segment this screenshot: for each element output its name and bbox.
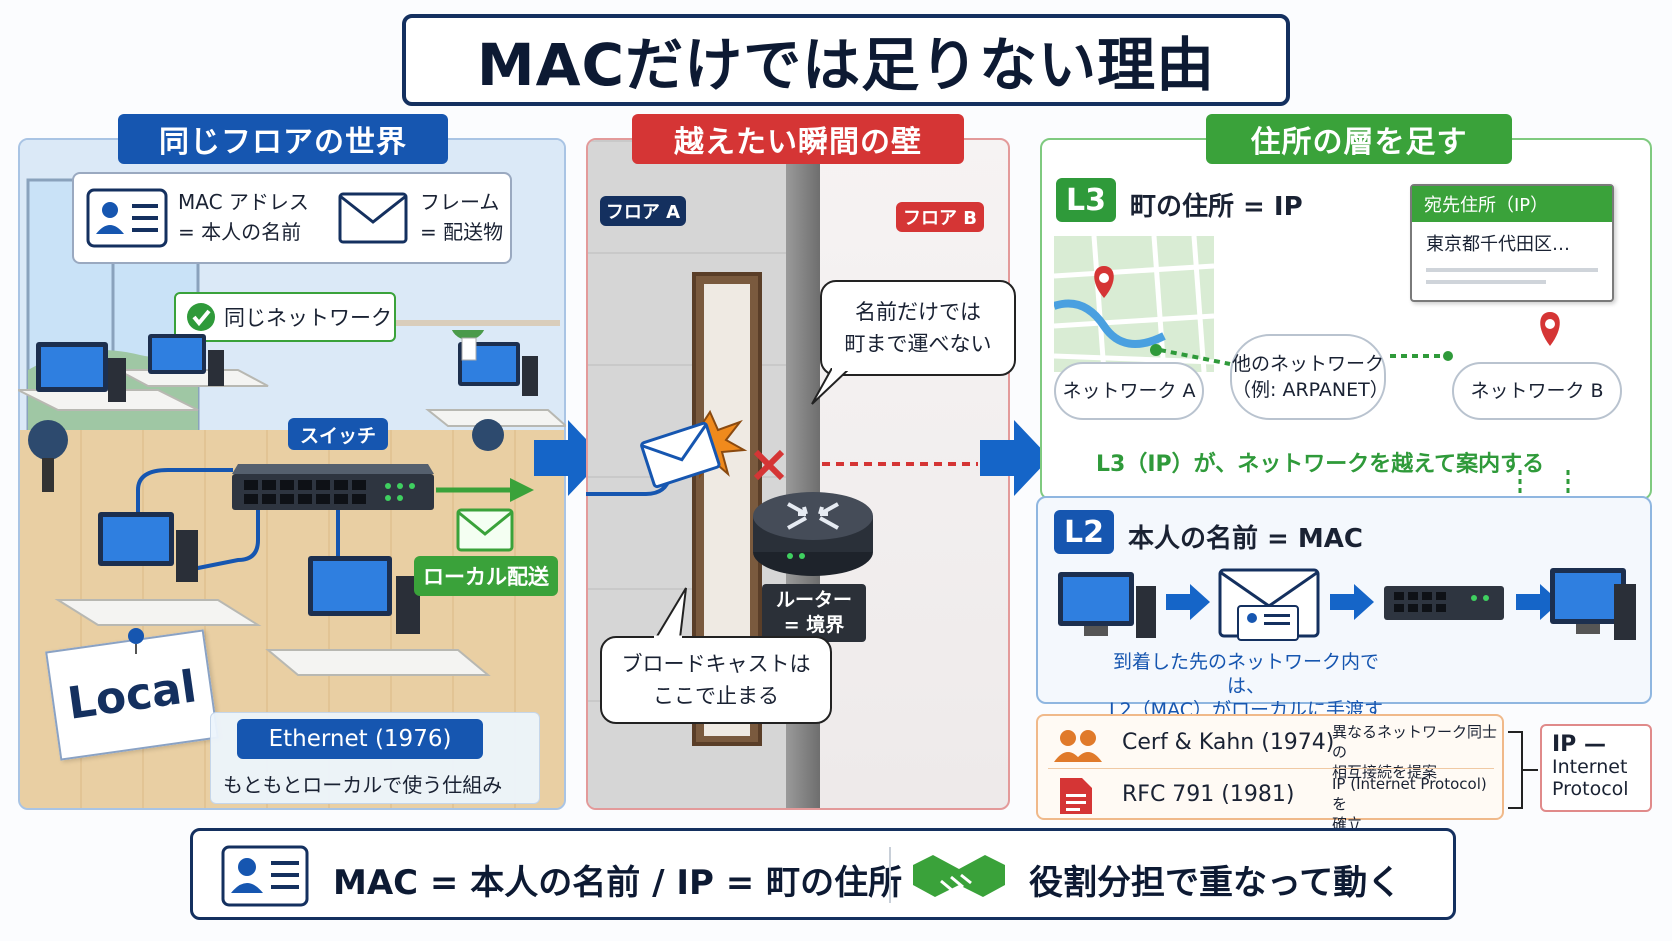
computer-icon (1058, 572, 1156, 638)
same-network-badge: 同じネットワーク (174, 292, 396, 342)
summary-bar: MAC = 本人の名前 / IP = 町の住所 役割分担で重なって動く (190, 828, 1456, 920)
bubble-tail-top (811, 368, 850, 405)
l3-caption: L3（IP）が、ネットワークを越えて案内する (1096, 452, 1545, 477)
speech-bubble-cannot-deliver: 名前だけでは 町まで運べない (820, 280, 1016, 376)
bubble-tail-bottom (654, 587, 687, 640)
l2-caption-line1: 到着した先のネットワーク内では、 (1112, 651, 1379, 697)
envelope-icon (1218, 568, 1320, 641)
same-network-label: 同じネットワーク (224, 306, 392, 330)
ip-line3: Protocol (1552, 778, 1629, 800)
check-icon (187, 303, 215, 331)
router-label-line2: = 境界 (783, 614, 845, 636)
l3-route-line (1150, 344, 1453, 366)
mac-address-label: MAC アドレス (178, 190, 309, 214)
map-pin-icon (1094, 266, 1114, 298)
rfc-791-title: RFC 791 (1981) (1122, 782, 1295, 807)
switch-icon (232, 464, 434, 510)
floor-a-label: フロア A (600, 196, 686, 226)
bubble-top-line1: 名前だけでは (855, 300, 981, 324)
mac-frame-card: MAC アドレス = 本人の名前 フレーム = 配送物 (72, 172, 512, 264)
cloud-other-network: 他のネットワーク （例: ARPANET） (1230, 334, 1389, 420)
computer-icon (1550, 568, 1636, 640)
cerf-desc-line2: 相互接続を提案 (1332, 763, 1438, 781)
router-icon (753, 492, 873, 576)
destination-address-label: 宛先住所（IP） 東京都千代田区… (1410, 184, 1614, 302)
blue-arrow-right-2 (980, 420, 1050, 496)
envelope-icon (456, 508, 514, 552)
cloud-network-a: ネットワーク A (1054, 362, 1204, 420)
router-label: ルーター = 境界 (762, 584, 866, 642)
page-title: MACだけでは足りない理由 (476, 31, 1216, 99)
envelope-blocked-icon (640, 409, 748, 489)
cerf-kahn-title: Cerf & Kahn (1974) (1122, 730, 1335, 755)
ip-line1: IP — (1552, 732, 1606, 757)
l3-title: 町の住所 = IP (1130, 192, 1303, 222)
l2-badge: L2 (1054, 510, 1114, 554)
frame-label: フレーム (420, 190, 500, 214)
header-wall: 越えたい瞬間の壁 (632, 114, 964, 164)
rfc-desc-line1: IP (Internet Protocol) を (1332, 775, 1487, 813)
cerf-kahn-description: 異なるネットワーク同士の 相互接続を提案 (1332, 722, 1502, 782)
title-box: MACだけでは足りない理由 (402, 14, 1290, 106)
reference-bracket (1508, 731, 1538, 809)
l3-badge: L3 (1056, 178, 1116, 222)
document-icon (1060, 778, 1092, 814)
l2-caption: 到着した先のネットワーク内では、 L2（MAC）がローカルに手渡す (1106, 650, 1386, 722)
computer-icon (36, 342, 126, 402)
header-add-address-layer: 住所の層を足す (1206, 114, 1512, 164)
bubble-top-line2: 町まで運べない (844, 332, 992, 356)
router-label-line1: ルーター (775, 589, 852, 611)
id-card-icon (86, 188, 168, 248)
address-tag-header: 宛先住所（IP） (1412, 186, 1612, 222)
ethernet-title: Ethernet (1976) (237, 719, 483, 759)
l2-title: 本人の名前 = MAC (1128, 524, 1363, 554)
mac-address-meaning: = 本人の名前 (178, 220, 302, 244)
handshake-icon (913, 855, 1005, 897)
ip-definition-box: IP — Internet Protocol (1540, 724, 1652, 812)
ethernet-description: もともとローカルで使う仕組み (223, 773, 503, 797)
local-delivery-label: ローカル配送 (414, 556, 558, 596)
office-network-illustration (18, 330, 566, 676)
summary-left-text: MAC = 本人の名前 / IP = 町の住所 (333, 863, 903, 903)
header-same-floor: 同じフロアの世界 (118, 114, 448, 164)
local-note-text: Local (64, 660, 200, 730)
floor-b-label: フロア B (896, 202, 984, 232)
rfc-791-description: IP (Internet Protocol) を 確立 (1332, 774, 1502, 834)
ethernet-card: Ethernet (1976) もともとローカルで使う仕組み (210, 712, 540, 804)
summary-right-text: 役割分担で重なって動く (1029, 863, 1402, 903)
local-delivery-arrow (436, 478, 534, 502)
cloud-network-b: ネットワーク B (1452, 362, 1622, 420)
speech-bubble-broadcast-stops: ブロードキャストは ここで止まる (600, 636, 832, 724)
frame-meaning: = 配送物 (420, 220, 504, 244)
people-icon (1054, 730, 1102, 762)
ip-line2: Internet (1552, 756, 1628, 778)
cloud-mid-line1: 他のネットワーク (1232, 353, 1385, 375)
cerf-desc-line1: 異なるネットワーク同士の (1332, 723, 1498, 761)
l2-delivery-flow (1058, 568, 1636, 641)
bubble-bottom-line1: ブロードキャストは (621, 652, 811, 676)
switch-label: スイッチ (288, 418, 388, 450)
cloud-mid-line2: （例: ARPANET） (1232, 379, 1389, 401)
references-box: Cerf & Kahn (1974) 異なるネットワーク同士の 相互接続を提案 … (1036, 714, 1504, 833)
envelope-icon (338, 192, 408, 244)
bubble-bottom-line2: ここで止まる (653, 684, 779, 708)
switch-icon (1384, 586, 1504, 620)
id-card-icon (221, 845, 309, 907)
blue-arrow-right-1 (534, 420, 604, 496)
blocked-path (753, 449, 978, 481)
map-pin-icon (1540, 312, 1560, 346)
pin-icon (128, 628, 144, 654)
address-value: 東京都千代田区… (1426, 234, 1570, 255)
